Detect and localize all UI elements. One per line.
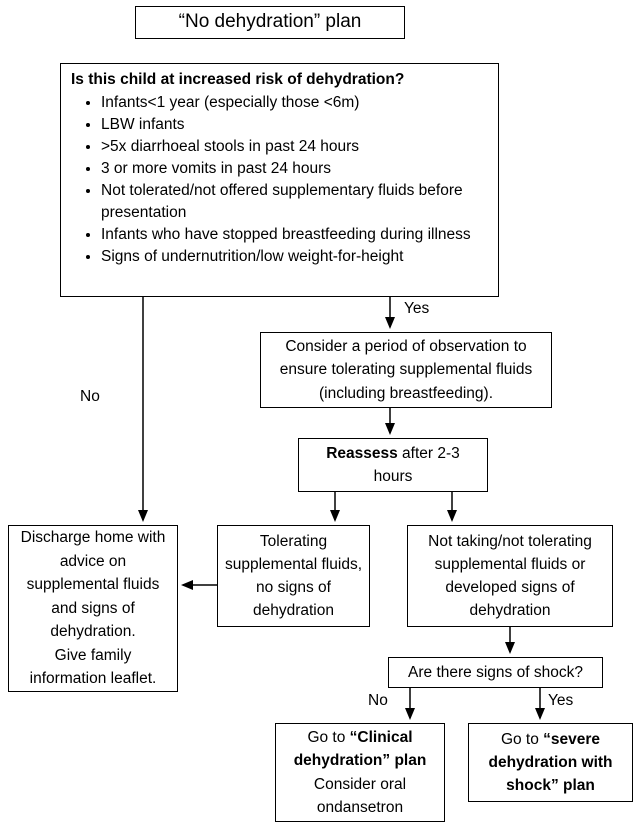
discharge-line1: Discharge home with advice on supplement… [20,529,166,641]
shock-question-box: Are there signs of shock? [388,657,603,688]
risk-heading: Is this child at increased risk of dehyd… [71,71,405,88]
risk-bullet: Infants who have stopped breastfeeding d… [101,224,488,246]
reassess-bold-text: Reassess [326,444,398,462]
risk-bullet-list: Infants<1 year (especially those <6m) LB… [71,92,488,268]
title-text: “No dehydration” plan [178,11,362,33]
severe-plan-bold: “severe dehydration with shock” plan [488,730,613,795]
tolerating-box: Tolerating supplemental fluids, no signs… [217,525,370,627]
reassess-text: Reassess after 2-3 hours [305,442,481,489]
severe-plan-prefix: Go to [500,730,544,748]
clinical-plan-prefix: Go to [307,729,350,746]
risk-assessment-box: Is this child at increased risk of dehyd… [60,63,499,297]
title-box: “No dehydration” plan [135,6,405,39]
discharge-text: Discharge home with advice on supplement… [15,526,171,691]
discharge-box: Discharge home with advice on supplement… [8,525,178,692]
discharge-line2: Give family information leaflet. [29,646,157,688]
risk-bullet: >5x diarrhoeal stools in past 24 hours [101,136,488,158]
edge-label-yes-shock: Yes [548,692,574,709]
edge-label-yes-top: Yes [404,300,430,317]
not-tolerating-text: Not taking/not tolerating supplemental f… [428,532,592,620]
risk-bullet: LBW infants [101,114,488,136]
edge-label-no-left: No [80,388,100,405]
risk-bullet: 3 or more vomits in past 24 hours [101,158,488,180]
not-tolerating-box: Not taking/not tolerating supplemental f… [407,525,613,627]
reassess-rest-text: after 2-3 hours [373,444,460,485]
severe-dehydration-plan-box: Go to “severe dehydration with shock” pl… [468,723,633,802]
reassess-box: Reassess after 2-3 hours [298,438,488,492]
clinical-dehydration-plan-box: Go to “Clinical dehydration” plan Consid… [275,723,445,822]
shock-question-text: Are there signs of shock? [408,663,583,681]
severe-plan-text: Go to “severe dehydration with shock” pl… [475,728,626,798]
edge-label-no-shock: No [368,692,388,709]
risk-bullet: Infants<1 year (especially those <6m) [101,92,488,114]
risk-bullet: Signs of undernutrition/low weight-for-h… [101,246,488,268]
risk-bullet: Not tolerated/not offered supplementary … [101,180,488,224]
observation-box: Consider a period of observation to ensu… [260,332,552,408]
tolerating-text: Tolerating supplemental fluids, no signs… [225,532,362,620]
observation-text: Consider a period of observation to ensu… [279,338,533,402]
clinical-plan-suffix: Consider oral ondansetron [313,775,407,816]
clinical-plan-bold: “Clinical dehydration” plan [293,729,427,770]
clinical-plan-text: Go to “Clinical dehydration” plan Consid… [282,726,438,819]
